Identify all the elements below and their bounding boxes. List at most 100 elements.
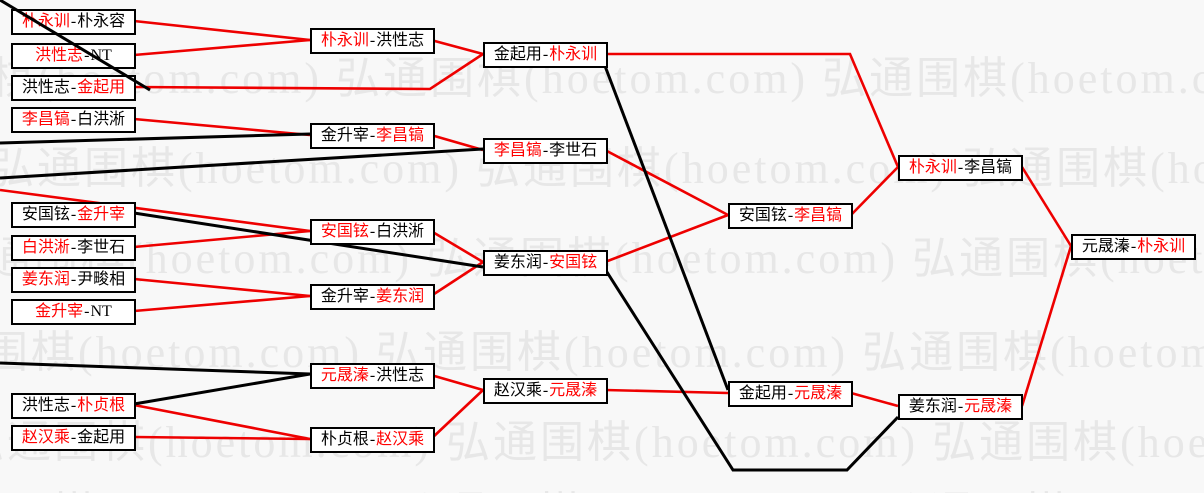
match-box-round2: 安国铉-白洪淅: [310, 219, 435, 245]
connector-line-black: [603, 268, 900, 472]
connector-line-red: [430, 38, 484, 56]
connector-line-red: [133, 435, 311, 441]
player-name: 金升宰: [77, 206, 126, 223]
match-box-round1: 金升宰-NT: [11, 299, 136, 325]
player-name: 李昌镐: [794, 207, 843, 224]
match-box-round4: 安国铉-李昌镐: [728, 203, 853, 229]
match-box-round5: 朴永训-李昌镐: [898, 155, 1023, 181]
player-name: 姜东润: [376, 288, 425, 305]
player-name: 李昌镐: [493, 142, 542, 159]
connector-line-black: [0, 147, 484, 180]
player-name: 李昌镐: [21, 111, 70, 128]
player-name: 朴贞根: [77, 397, 126, 414]
player-name: 朴永训: [320, 32, 369, 49]
player-name: 李世石: [549, 142, 598, 159]
player-name: 朴永训: [549, 46, 598, 63]
connector-line-red: [850, 391, 899, 408]
connector-line-black: [603, 65, 730, 391]
vs-dash: -: [70, 429, 77, 446]
vs-dash: -: [542, 142, 549, 159]
vs-dash: -: [369, 288, 376, 305]
vs-dash: -: [70, 111, 77, 128]
vs-dash: -: [542, 46, 549, 63]
vs-dash: -: [70, 13, 77, 30]
connector-line-red: [133, 117, 311, 137]
vs-dash: -: [957, 398, 964, 415]
match-box-round1: 李昌镐-白洪淅: [11, 107, 136, 133]
match-box-round2: 金升宰-姜东润: [310, 284, 435, 310]
match-box-round1: 姜东润-尹畯相: [11, 267, 136, 293]
player-name: 朴贞根: [320, 431, 369, 448]
player-name: 白洪淅: [21, 239, 70, 256]
vs-dash: -: [787, 207, 794, 224]
connector-line-red: [430, 260, 484, 298]
connector-line-red: [430, 373, 484, 392]
player-name: 金升宰: [320, 288, 369, 305]
connector-line-red: [133, 19, 311, 42]
vs-dash: -: [84, 47, 90, 64]
match-box-round1: 安国铉-金升宰: [11, 202, 136, 228]
player-name: 元晟溱: [549, 382, 598, 399]
vs-dash: -: [787, 385, 794, 402]
match-box-round1: 白洪淅-李世石: [11, 235, 136, 261]
player-name: 李昌镐: [964, 159, 1013, 176]
vs-dash: -: [70, 271, 77, 288]
connector-line-black: [0, 0, 151, 92]
match-box-round1: 洪性志-金起用: [11, 75, 136, 101]
connector-line-red: [1020, 166, 1073, 247]
player-name: 白洪淅: [376, 223, 425, 240]
player-name: 金起用: [77, 429, 126, 446]
player-name: 安国铉: [549, 254, 598, 271]
vs-dash: -: [70, 79, 77, 96]
connector-line-red: [133, 52, 484, 91]
connector-line-red: [133, 294, 311, 313]
match-box-round6: 元晟溱-朴永训: [1071, 234, 1196, 260]
connector-line-red: [430, 389, 484, 440]
player-name: NT: [90, 303, 112, 320]
player-name: 姜东润: [21, 271, 70, 288]
player-name: 白洪淅: [77, 111, 126, 128]
match-box-round3: 姜东润-安国铉: [483, 250, 608, 276]
connector-line-red: [1020, 245, 1073, 407]
player-name: 姜东润: [493, 254, 542, 271]
player-name: NT: [90, 47, 112, 64]
connector-line-black: [0, 361, 311, 376]
connector-line-red: [850, 166, 899, 216]
vs-dash: -: [70, 239, 77, 256]
watermark-text: 弘通围棋(hoetom.com) 弘通围棋(hoetom.com) 弘通围棋(h…: [0, 477, 1204, 493]
vs-dash: -: [957, 159, 964, 176]
match-box-round2: 金升宰-李昌镐: [310, 123, 435, 149]
match-box-round2: 元晟溱-洪性志: [310, 363, 435, 389]
vs-dash: -: [542, 382, 549, 399]
match-box-round3: 金起用-朴永训: [483, 42, 608, 68]
player-name: 洪性志: [35, 47, 84, 64]
connector-line-black: [0, 132, 311, 145]
player-name: 安国铉: [738, 207, 787, 224]
vs-dash: -: [369, 431, 376, 448]
vs-dash: -: [70, 397, 77, 414]
player-name: 金升宰: [35, 303, 84, 320]
player-name: 洪性志: [376, 367, 425, 384]
vs-dash: -: [369, 223, 376, 240]
player-name: 元晟溱: [320, 367, 369, 384]
player-name: 金升宰: [320, 127, 369, 144]
player-name: 金起用: [738, 385, 787, 402]
player-name: 安国铉: [320, 223, 369, 240]
connector-line-red: [0, 188, 311, 233]
player-name: 李世石: [77, 239, 126, 256]
vs-dash: -: [84, 303, 90, 320]
player-name: 尹畯相: [77, 271, 126, 288]
player-name: 洪性志: [376, 32, 425, 49]
player-name: 元晟溱: [794, 385, 843, 402]
connector-line-red: [604, 388, 729, 395]
connector-line-red: [604, 213, 729, 264]
vs-dash: -: [542, 254, 549, 271]
connector-line-red: [133, 403, 311, 441]
player-name: 朴永容: [77, 13, 126, 30]
match-box-round1: 洪性志-朴贞根: [11, 393, 136, 419]
player-name: 金起用: [77, 79, 126, 96]
vs-dash: -: [1130, 238, 1137, 255]
player-name: 朴永训: [1137, 238, 1186, 255]
